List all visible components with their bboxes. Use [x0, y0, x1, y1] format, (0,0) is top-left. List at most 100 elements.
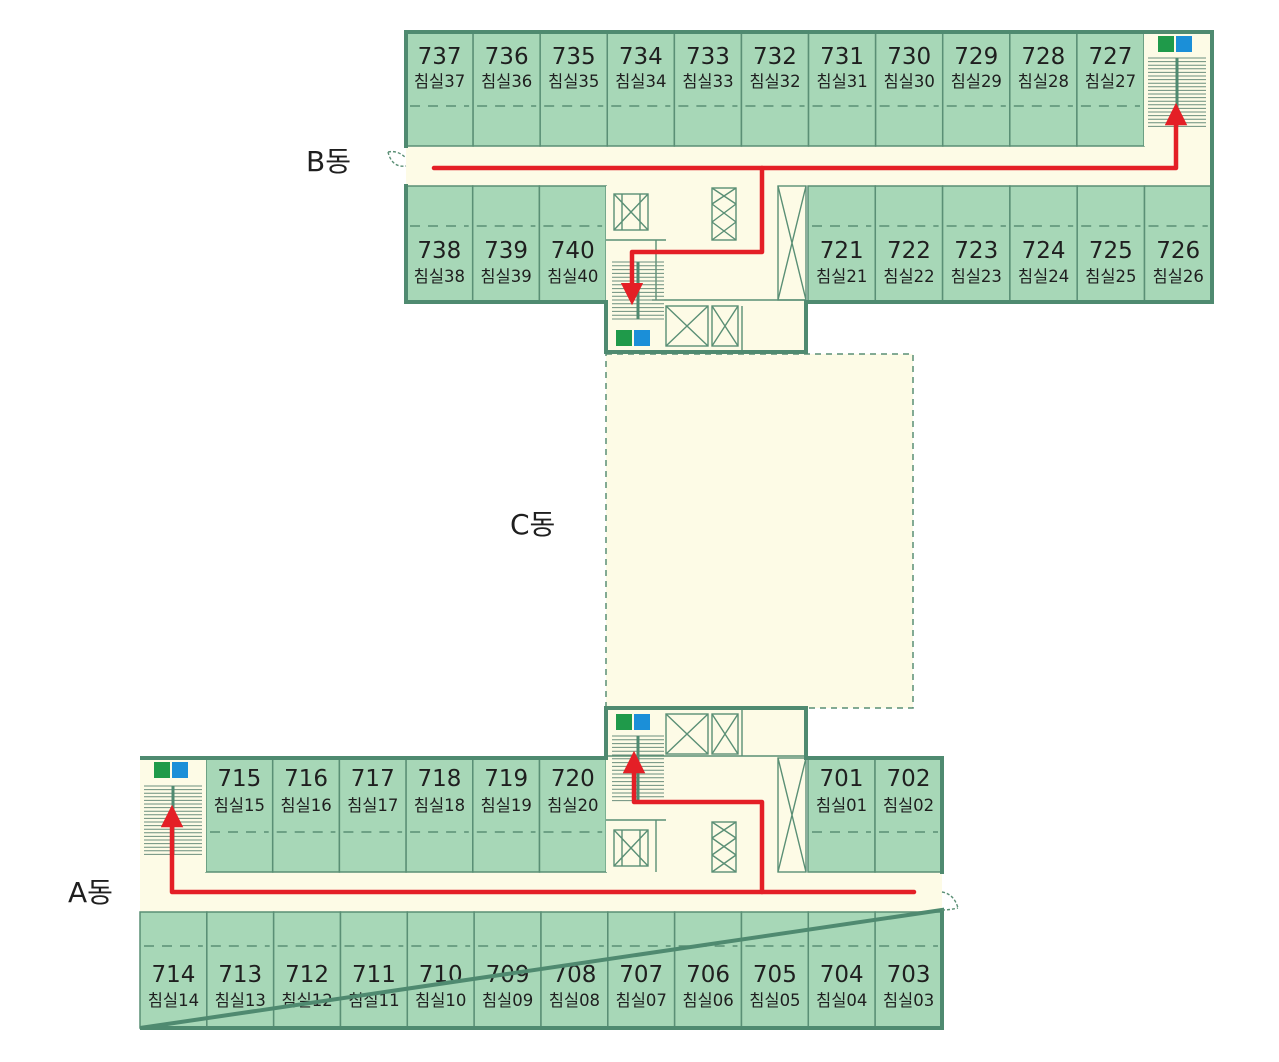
room-716: 716 침실16: [271, 757, 341, 873]
elevator-icon: [665, 713, 709, 755]
evacuation-routes: [160, 102, 1188, 895]
room-number: 732: [753, 44, 797, 70]
room-name: 침실30: [883, 72, 934, 91]
stairs-icon: [634, 714, 650, 730]
room-name: 침실35: [548, 72, 599, 91]
room-name: 침실13: [215, 991, 266, 1010]
room-name: 침실05: [749, 991, 800, 1010]
room-number: 720: [551, 766, 595, 792]
room-number: 739: [484, 238, 528, 264]
emergency-exit-icon: [616, 330, 632, 346]
room-name: 침실04: [816, 991, 867, 1010]
room-name: 침실33: [682, 72, 733, 91]
room-name: 침실29: [951, 72, 1002, 91]
room-name: 침실06: [682, 991, 733, 1010]
room-name: 침실38: [414, 267, 465, 286]
room-name: 침실39: [480, 267, 531, 286]
room-name: 침실36: [481, 72, 532, 91]
room-729: 729 침실29: [941, 31, 1011, 147]
room-number: 717: [351, 766, 395, 792]
room-name: 침실03: [883, 991, 934, 1010]
room-number: 715: [217, 766, 261, 792]
room-name: 침실09: [482, 991, 533, 1010]
room-name: 침실08: [549, 991, 600, 1010]
room-name: 침실23: [951, 267, 1002, 286]
room-number: 735: [552, 44, 596, 70]
room-name: 침실31: [816, 72, 867, 91]
emergency-exit-icon: [154, 762, 170, 778]
room-name: 침실17: [347, 796, 398, 815]
elevator-icon: [613, 829, 649, 867]
elevator-icon: [711, 187, 737, 241]
a-wing: 715침실15716침실16717침실17718침실18719침실19720침실…: [68, 706, 959, 1030]
room-number: 730: [887, 44, 931, 70]
route-a-west: [160, 804, 917, 895]
elevator-icon: [613, 193, 649, 231]
room-name: 침실21: [816, 267, 867, 286]
wing-label-b: B동: [306, 145, 351, 178]
room-717: 717 침실17: [338, 757, 407, 873]
emergency-exit-icon: [616, 714, 632, 730]
b-wing-core: [606, 185, 807, 354]
wing-label-c: C동: [510, 508, 555, 541]
room-number: 706: [686, 962, 730, 988]
stair-steps: [1148, 57, 1206, 127]
room-number: 734: [619, 44, 663, 70]
room-731: 731 침실31: [807, 31, 877, 147]
room-name: 침실14: [148, 991, 199, 1010]
route-b-east: [431, 102, 1188, 171]
room-number: 723: [954, 238, 998, 264]
room-number: 712: [285, 962, 329, 988]
room-name: 침실34: [615, 72, 666, 91]
route-b-core: [620, 165, 765, 306]
room-number: 705: [753, 962, 797, 988]
c-wing-area: [605, 353, 914, 709]
room-number: 729: [954, 44, 998, 70]
room-name: 침실37: [414, 72, 465, 91]
route-a-core: [622, 750, 765, 895]
room-name: 침실24: [1018, 267, 1069, 286]
room-number: 731: [820, 44, 864, 70]
room-name: 침실01: [816, 796, 867, 815]
room-name: 침실18: [414, 796, 465, 815]
room-number: 721: [820, 238, 864, 264]
room-730: 730 침실30: [874, 31, 944, 147]
stairs-icon: [1176, 36, 1192, 52]
room-number: 727: [1088, 44, 1132, 70]
room-number: 725: [1089, 238, 1133, 264]
room-724: 724 침실24: [1009, 185, 1078, 303]
elevator-icon: [711, 821, 737, 873]
room-number: 707: [619, 962, 663, 988]
room-734: 734 침실34: [606, 31, 676, 147]
room-735: 735 침실35: [539, 31, 609, 147]
room-name: 침실02: [883, 796, 934, 815]
room-name: 침실16: [280, 796, 331, 815]
room-number: 728: [1021, 44, 1065, 70]
room-number: 719: [484, 766, 528, 792]
a-wing-bottom-rooms: 714침실14713침실13712침실12711침실11710침실10709침실…: [139, 911, 943, 1029]
room-number: 724: [1022, 238, 1066, 264]
room-number: 722: [887, 238, 931, 264]
room-number: 716: [284, 766, 328, 792]
